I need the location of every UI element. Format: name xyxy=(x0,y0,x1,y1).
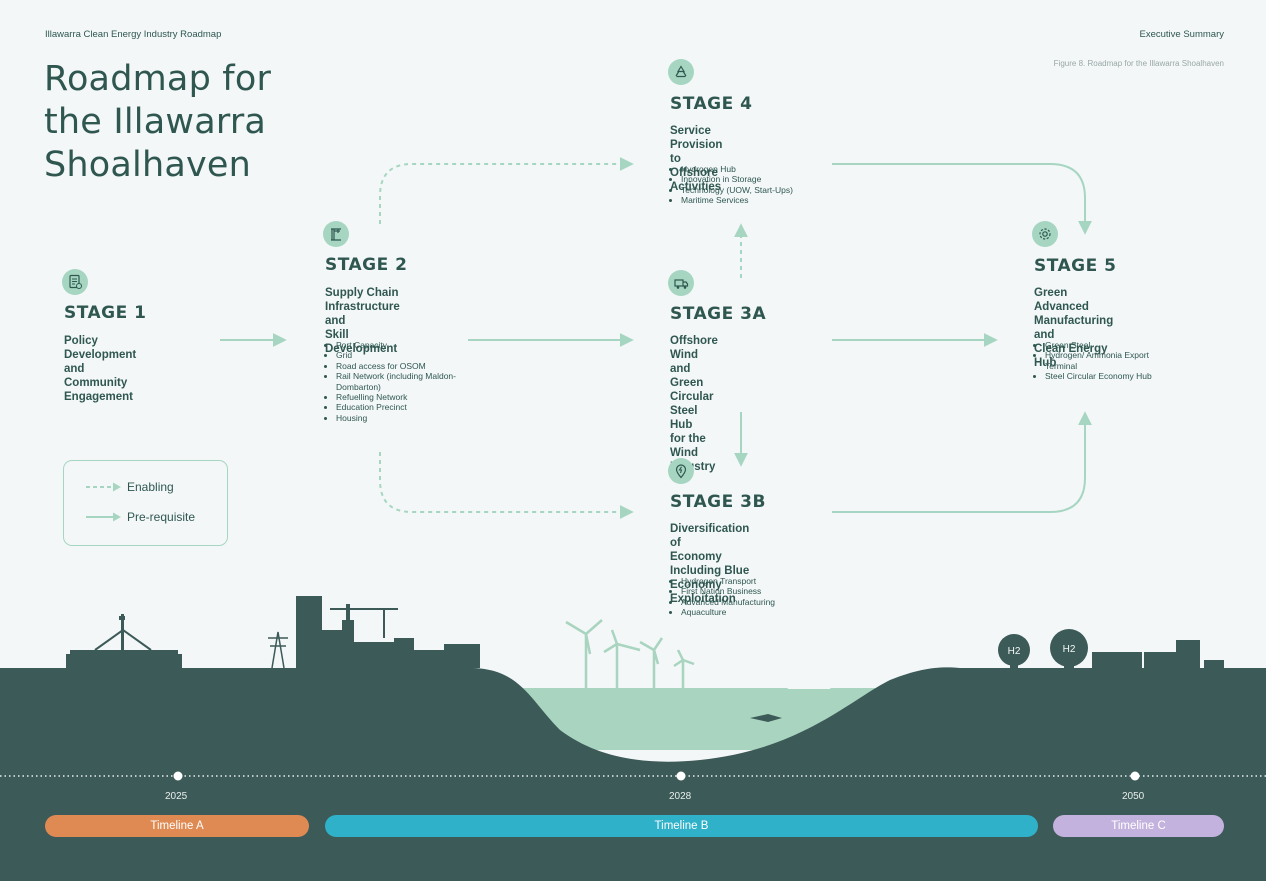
arrow-stage3b-to-stage5 xyxy=(832,411,1092,513)
dashed-stage2-to-stage4 xyxy=(379,157,634,224)
subtitle-line: Service Provision to xyxy=(670,125,723,165)
list-item: Road access for OSOM xyxy=(336,361,456,371)
stage-items: Green Steel Hydrogen/ Ammonia Export Ter… xyxy=(1034,340,1175,382)
timeline-year: 2025 xyxy=(165,791,188,802)
list-item: Hydrogen Hub xyxy=(681,164,831,174)
list-item: Refuelling Network xyxy=(336,392,456,402)
title-line: Roadmap for xyxy=(44,59,272,99)
list-item: Innovation in Storage xyxy=(681,174,831,184)
list-item: Rail Network (including Maldon-Dombarton… xyxy=(336,371,456,392)
title-line: the Illawarra xyxy=(44,102,267,142)
stage-title: STAGE 1 xyxy=(64,303,147,323)
stage-title: STAGE 3A xyxy=(670,304,767,324)
timeline-year: 2050 xyxy=(1122,791,1145,802)
stage-title: STAGE 5 xyxy=(1034,256,1117,276)
parliament-building xyxy=(66,614,182,668)
subtitle-line: Offshore Activities xyxy=(670,167,722,193)
stage-title: STAGE 4 xyxy=(670,94,753,114)
h2-label: H2 xyxy=(1008,646,1021,657)
document-header-title: Illawarra Clean Energy Industry Roadmap xyxy=(45,29,222,40)
subtitle-line: Green Circular Steel Hub xyxy=(670,377,714,431)
subtitle-line: Economy Including Blue xyxy=(670,551,750,577)
legend-solid-arrow-icon xyxy=(86,512,121,522)
stage-subtitle: Policy Development and Community Engagem… xyxy=(64,334,136,404)
stage-title: STAGE 2 xyxy=(325,255,408,275)
subtitle-line: Policy Development xyxy=(64,335,137,361)
list-item: Green Steel xyxy=(1045,340,1175,350)
timeline-a-pill: Timeline A xyxy=(45,815,309,837)
list-item: Steel Circular Economy Hub xyxy=(1045,371,1175,381)
sea-life xyxy=(750,714,822,739)
figure-caption: Figure 8. Roadmap for the Illawarra Shoa… xyxy=(1053,59,1224,68)
energy-pin-icon xyxy=(668,458,694,484)
stage-items: Hydrogen Transport First Nation Business… xyxy=(670,576,831,618)
list-item: Port Capacity xyxy=(336,340,456,350)
list-item: Housing xyxy=(336,413,456,423)
timeline-marker-2050 xyxy=(1130,771,1140,781)
timeline-b-pill: Timeline B xyxy=(325,815,1038,837)
document-icon xyxy=(62,269,88,295)
stage-subtitle: Supply Chain Infrastructure and Skill De… xyxy=(325,286,400,356)
subtitle-line: Diversification of xyxy=(670,523,750,549)
stage-items: Port Capacity Grid Road access for OSOM … xyxy=(325,340,456,423)
timeline-c-pill: Timeline C xyxy=(1053,815,1224,837)
list-item: First Nation Business xyxy=(681,586,831,596)
crane-icon xyxy=(323,221,349,247)
dashed-stage2-to-stage3b xyxy=(379,452,634,519)
page-title: Roadmap for the Illawarra Shoalhaven xyxy=(44,58,324,187)
subtitle-line: Supply Chain xyxy=(325,287,399,299)
hydrogen-storage xyxy=(998,629,1224,670)
subtitle-line: Offshore Wind and xyxy=(670,335,718,375)
wind-turbines xyxy=(565,619,695,688)
title-line: Shoalhaven xyxy=(44,145,252,185)
subtitle-line: Skill Development xyxy=(325,329,398,355)
stage-items: Hydrogen Hub Innovation in Storage Techn… xyxy=(670,164,831,206)
subtitle-line: Manufacturing and xyxy=(1034,315,1114,341)
truck-icon xyxy=(668,270,694,296)
timeline-year: 2028 xyxy=(669,791,692,802)
subtitle-line: Infrastructure and xyxy=(325,301,400,327)
list-item: Technology (UOW, Start-Ups) xyxy=(681,185,831,195)
list-item: Hydrogen Transport xyxy=(681,576,831,586)
industrial-skyline xyxy=(296,596,480,668)
list-item: Aquaculture xyxy=(681,607,831,617)
arrow-stage4-to-stage5 xyxy=(832,163,1092,235)
power-pylon xyxy=(268,631,288,669)
legend-dashed-arrow-icon xyxy=(86,482,121,492)
list-item: Advanced Manufacturing xyxy=(681,597,831,607)
list-item: Maritime Services xyxy=(681,195,831,205)
legend-enabling-label: Enabling xyxy=(127,480,174,494)
timeline-marker-2028 xyxy=(676,771,686,781)
subtitle-line: Economy Exploitation xyxy=(670,579,736,605)
stage-title: STAGE 3B xyxy=(670,492,766,512)
timeline-marker-2025 xyxy=(173,771,183,781)
stage-subtitle: Service Provision to Offshore Activities xyxy=(670,124,722,194)
section-label: Executive Summary xyxy=(1139,29,1224,40)
list-item: Hydrogen/ Ammonia Export Terminal xyxy=(1045,350,1175,371)
stage-subtitle: Green Advanced Manufacturing and Clean E… xyxy=(1034,286,1113,370)
cargo-ship xyxy=(784,670,834,689)
subtitle-line: Green Advanced xyxy=(1034,287,1089,313)
subtitle-line: Clean Energy Hub xyxy=(1034,343,1108,369)
h2-label: H2 xyxy=(1063,644,1076,655)
legend: Enabling Pre-requisite xyxy=(63,460,228,546)
gear-icon xyxy=(1032,221,1058,247)
stage-subtitle: Offshore Wind and Green Circular Steel H… xyxy=(670,334,718,474)
list-item: Education Precinct xyxy=(336,402,456,412)
subtitle-line: and Community xyxy=(64,363,128,389)
stage-subtitle: Diversification of Economy Including Blu… xyxy=(670,522,749,606)
subtitle-line: Engagement xyxy=(64,391,134,403)
landscape-illustration: H2 H2 xyxy=(0,596,1266,881)
recycle-icon xyxy=(668,59,694,85)
legend-prerequisite-label: Pre-requisite xyxy=(127,510,196,524)
list-item: Grid xyxy=(336,350,456,360)
